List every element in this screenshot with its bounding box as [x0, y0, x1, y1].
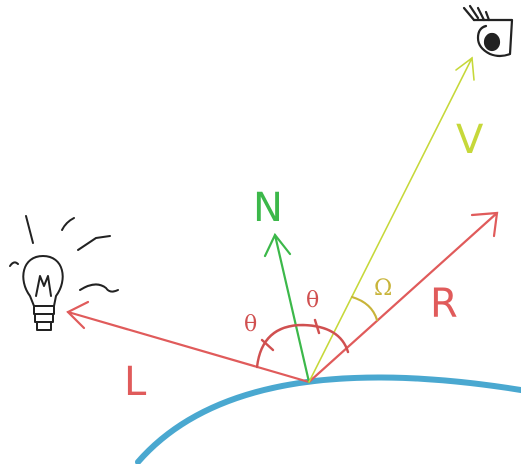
normal-vector-label: N [253, 185, 283, 231]
surface-curve [135, 374, 521, 464]
omega-label: Ω [374, 276, 392, 301]
theta-left-label: θ [244, 312, 257, 337]
reflection-vector-label: R [430, 281, 458, 327]
view-vector-label: V [456, 117, 484, 163]
theta-right-label: θ [306, 288, 319, 313]
eye-icon [462, 4, 514, 58]
reflection-vector [307, 211, 499, 384]
light-vector [66, 300, 311, 384]
view-vector [308, 56, 475, 383]
omega-angle-arc [350, 295, 379, 322]
normal-vector [263, 232, 311, 384]
light-vector-label: L [124, 359, 147, 405]
lightbulb-icon [9, 215, 119, 331]
theta-angle-arc [255, 318, 350, 369]
